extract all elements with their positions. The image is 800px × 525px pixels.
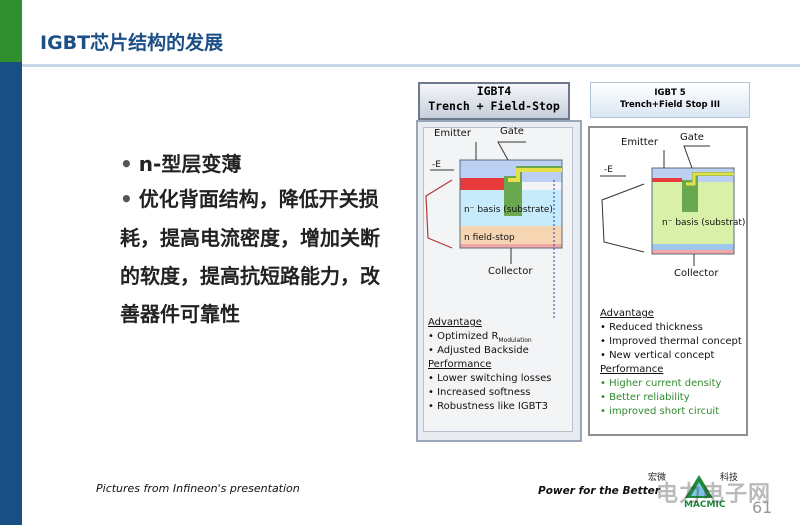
logo-chinese-right: 科技 [720,473,739,483]
logo-chinese-left: 宏微 [648,473,667,483]
footer-source-note: Pictures from Infineon's presentation [96,482,300,495]
bullet-2: •优化背面结构，降低开关损 [120,183,379,212]
igbt4-field-stop-label: n field-stop [464,233,515,243]
igbt4-advantage-heading: Advantage [428,317,482,328]
igbt4-advantage-item: • Adjusted Backside [428,345,529,356]
igbt4-field-profile [425,179,453,249]
left-accent-bar [0,0,22,525]
igbt4-emitter-region [460,160,562,182]
igbt4-header-subtitle: Trench + Field-Stop [428,99,560,113]
igbt5-header-subtitle: Trench+Field Stop III [619,100,721,110]
igbt4-collector-label: Collector [488,266,533,277]
igbt4-gate-lead [497,141,526,161]
igbt5-collector-label: Collector [674,268,719,279]
bullet-dot: • [120,187,133,211]
igbt5-device-outline [651,167,735,255]
igbt4-field-stop-layer [460,226,562,244]
igbt4-performance-item: • Increased softness [428,387,531,398]
igbt5-advantage-item: • Reduced thickness [600,322,703,333]
igbt4-p-body [460,178,504,190]
igbt5-field-stop-layer [652,244,734,250]
igbt4-header-title: IGBT4 [476,84,512,98]
igbt4-modulation-subscript: Modulation [498,337,532,344]
bullet-1-text: n-型层变薄 [138,152,242,176]
igbt5-performance-item: • improved short circuit [600,406,720,417]
igbt4-e-label: -E [432,160,441,170]
igbt4-advantage-item-text: • Optimized R [428,331,499,342]
igbt5-emitter-label: Emitter [621,137,658,148]
igbt4-collector-layer [460,244,562,248]
bullet-2-line-4: 善器件可靠性 [120,302,240,326]
igbt5-performance-item: • Higher current density [600,378,722,389]
bullet-2-line-2: 耗，提高电流密度，增加关断 [120,226,380,250]
igbt4-basis-label: n⁻ basis (substrate) [464,205,553,215]
igbt4-emitter-label: Emitter [434,128,471,139]
page-number: 61 [752,498,773,517]
igbt4-advantage-item: • Optimized RModulation [428,331,532,344]
igbt5-basis-label: n⁻ basis (substrat) [662,218,746,228]
bullet-2-line-3: 的软度，提高抗短路能力，改 [120,264,380,288]
left-accent-green [0,0,22,62]
igbt4-gate-label: Gate [500,126,524,137]
igbt5-performance-heading: Performance [600,364,664,375]
igbt4-performance-heading: Performance [428,359,492,370]
slide-title: IGBT芯片结构的发展 [40,32,224,54]
bullet-1: •n-型层变薄 [120,148,241,177]
title-divider [22,64,800,67]
igbt5-advantage-item: • New vertical concept [600,350,715,361]
igbt5-trench-gate-poly [686,172,734,186]
igbt4-trench-gate-poly [508,168,562,182]
footer-slogan: Power for the Better [538,485,660,497]
igbt5-e-label: -E [604,165,613,175]
macmic-logo-inner [691,482,707,496]
macmic-logo-icon [685,475,713,498]
igbt4-cross-section-diagram [425,141,563,320]
igbt5-gate-label: Gate [680,132,704,143]
igbt5-advantage-heading: Advantage [600,308,654,319]
left-accent-blue [0,62,22,525]
bullet-2-text: 优化背面结构，降低开关损 [138,187,379,211]
igbt5-collector-layer [652,250,734,254]
watermark-text: 电力电子网 [656,482,772,507]
igbt5-field-profile [601,183,645,253]
igbt4-performance-item: • Robustness like IGBT3 [428,401,548,412]
bullet-dot: • [120,152,133,176]
logo-english: MACMIC [684,500,726,510]
igbt4-header: IGBT4 Trench + Field-Stop [418,82,570,120]
igbt5-cross-section-diagram [600,145,735,266]
igbt5-header: IGBT 5 Trench+Field Stop III [590,82,750,118]
igbt5-gate-lead [683,145,710,169]
igbt4-performance-item: • Lower switching losses [428,373,552,384]
igbt5-performance-item: • Better reliability [600,392,690,403]
igbt5-header-title: IGBT 5 [654,88,686,98]
igbt5-advantage-item: • Improved thermal concept [600,336,742,347]
